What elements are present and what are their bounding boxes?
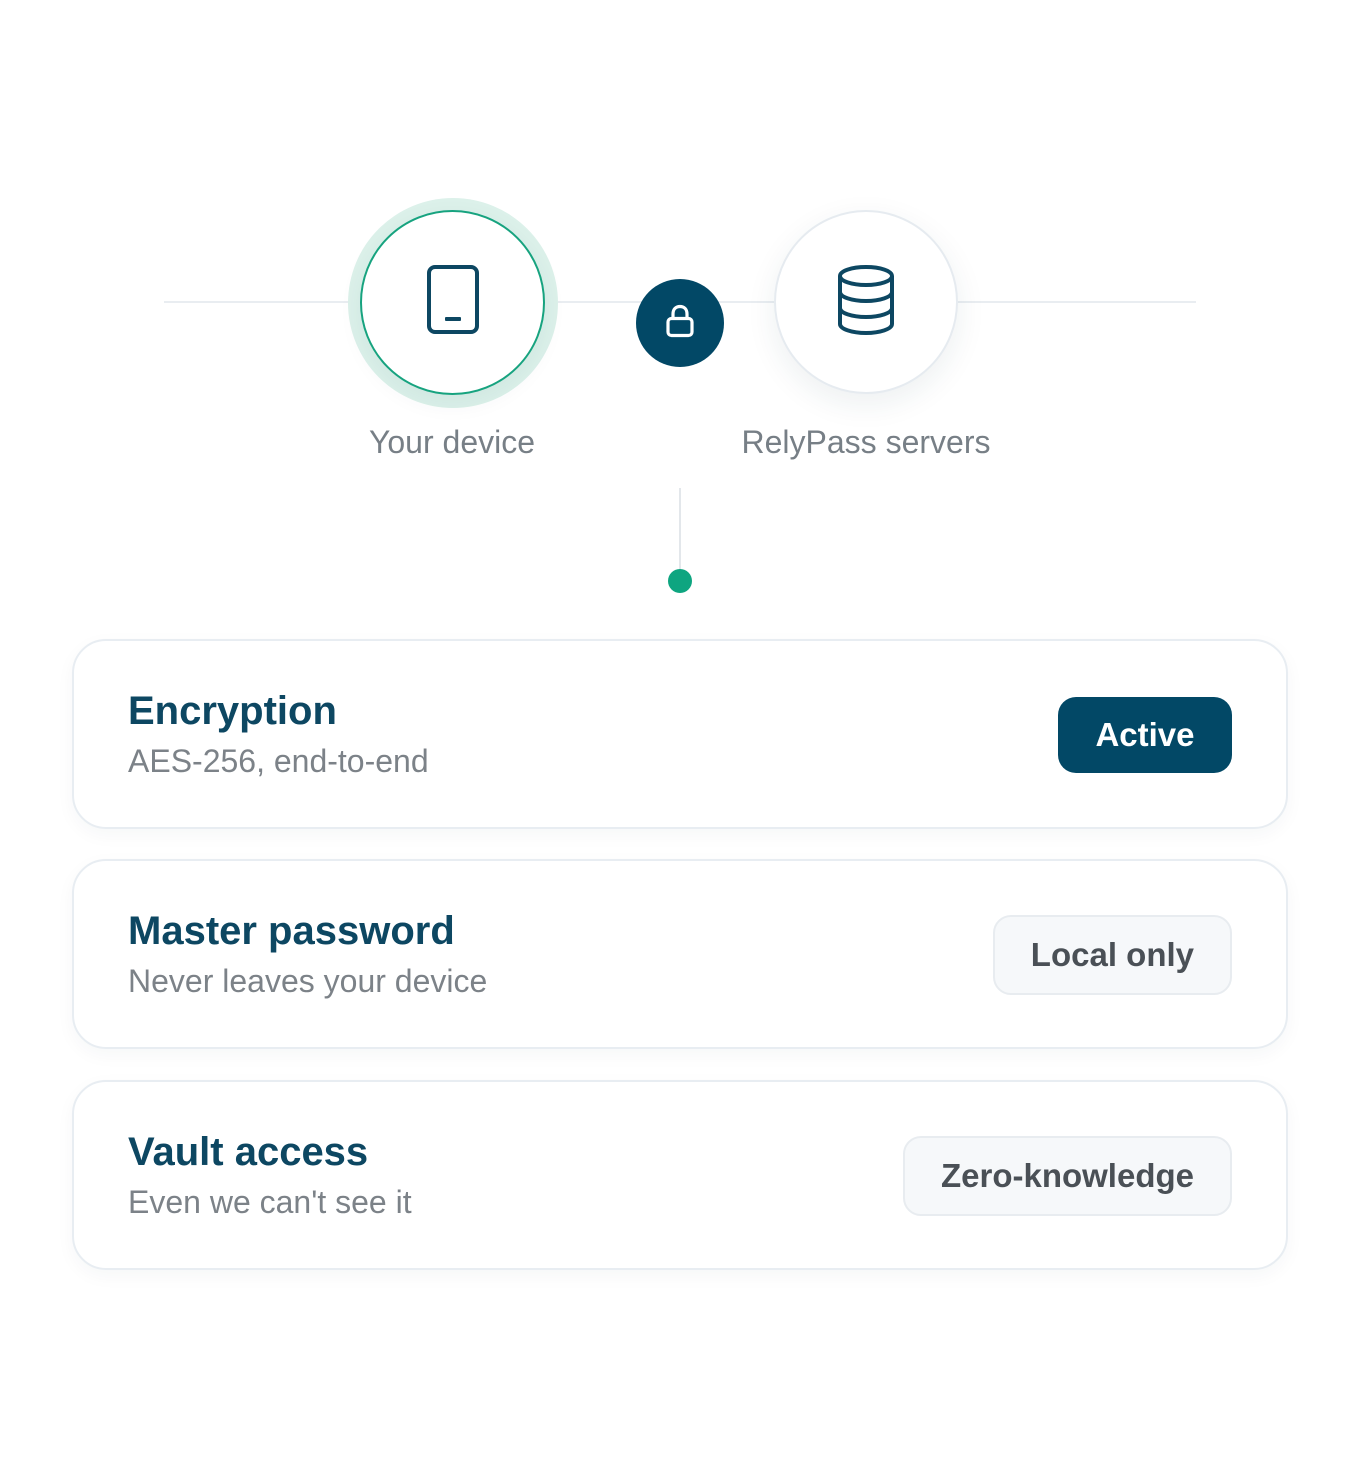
vertical-connector (679, 488, 681, 570)
server-node (774, 210, 958, 394)
device-label: Your device (368, 424, 536, 460)
database-icon (834, 264, 898, 341)
lock-icon (665, 304, 695, 343)
vault-access-card: Vault access Even we can't see it Zero-k… (72, 1080, 1288, 1270)
card-title: Encryption (128, 689, 337, 733)
card-subtitle: AES-256, end-to-end (128, 743, 429, 779)
encryption-card: Encryption AES-256, end-to-end Active (72, 639, 1288, 829)
status-badge: Active (1058, 697, 1232, 773)
status-badge: Local only (992, 915, 1232, 995)
tablet-icon (425, 264, 481, 341)
device-node (360, 210, 545, 395)
card-subtitle: Never leaves your device (128, 963, 488, 999)
card-subtitle: Even we can't see it (128, 1184, 412, 1220)
server-label: RelyPass servers (741, 424, 991, 460)
lock-badge (636, 279, 724, 367)
card-title: Master password (128, 909, 455, 953)
status-dot (668, 569, 692, 593)
data-flow-diagram: Your device RelyPass servers (0, 0, 1360, 620)
card-title: Vault access (128, 1130, 369, 1174)
master-password-card: Master password Never leaves your device… (72, 859, 1288, 1049)
status-badge: Zero-knowledge (902, 1136, 1232, 1216)
